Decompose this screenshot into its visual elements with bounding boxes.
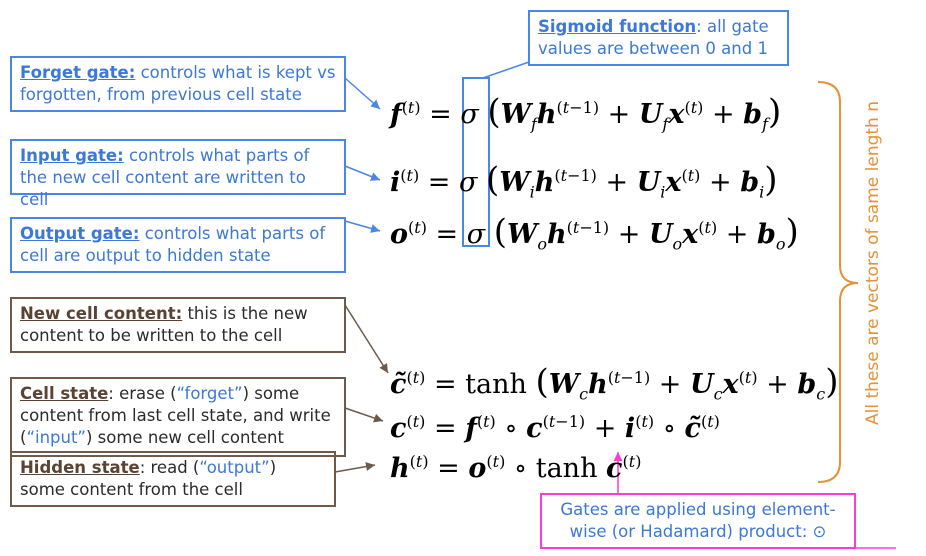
equation-forget: f(t) = σ (Wfh(t−1) + Ufx(t) + bf) (390, 92, 782, 134)
new-cell-title: New cell content: (20, 304, 183, 323)
sigmoid-connector (482, 61, 530, 79)
hadamard-box: Gates are applied using element-wise (or… (540, 493, 856, 549)
hidden-state-text-2: ) some content from the cell (20, 458, 277, 499)
input-gate-box: Input gate: controls what parts of the n… (10, 139, 346, 209)
forget-gate-text: controls what is kept vs forgotten, from… (20, 63, 336, 104)
cell-state-quote-forget: “forget” (176, 384, 243, 403)
cell-state-quote-input: “input” (26, 428, 86, 447)
vector-brace (817, 81, 859, 483)
hidden-state-box: Hidden state: read (“output”) some conte… (10, 451, 336, 507)
side-label: All these are vectors of same length n (863, 100, 883, 426)
new-cell-content-box: New cell content: this is the new conten… (10, 297, 346, 353)
input-arrow (344, 165, 381, 181)
output-arrow (344, 220, 381, 233)
input-gate-title: Input gate: (20, 146, 124, 165)
cell-state-text-2: ) some content from last cell state, and… (20, 384, 331, 447)
sigmoid-box: Sigmoid function: all gate values are be… (528, 10, 789, 66)
output-gate-text: controls what parts of cell are output t… (20, 224, 326, 265)
cell-state-title: Cell state (20, 384, 109, 403)
hadamard-text: Gates are applied using element-wise (or… (560, 500, 836, 541)
forget-gate-title: Forget gate: (20, 63, 136, 82)
output-gate-title: Output gate: (20, 224, 140, 243)
forget-gate-box: Forget gate: controls what is kept vs fo… (10, 56, 346, 112)
equation-cell-state: c(t) = f(t) ∘ c(t−1) + i(t) ∘ c̃(t) (390, 412, 720, 444)
equation-input: i(t) = σ (Wih(t−1) + Uix(t) + bi) (390, 160, 778, 202)
input-gate-text: controls what parts of the new cell cont… (20, 146, 310, 209)
hidden-state-text-1: : read ( (139, 458, 200, 477)
sigmoid-highlight-box (462, 77, 490, 247)
sigmoid-title: Sigmoid function (538, 17, 697, 36)
forget-arrow (344, 77, 381, 110)
cell-state-box: Cell state: erase (“forget”) some conten… (10, 377, 346, 457)
side-label-container: All these are vectors of same length n (858, 78, 888, 448)
output-gate-box: Output gate: controls what parts of cell… (10, 217, 346, 273)
sigmoid-text: : all gate values are between 0 and 1 (538, 17, 769, 58)
cell-state-text-3: ) some new cell content (85, 428, 284, 447)
equation-new-cell: c̃(t) = tanh (Wch(t−1) + Ucx(t) + bc) (390, 362, 839, 404)
hidden-state-quote-output: “output” (199, 458, 270, 477)
hidden-arrow (334, 462, 376, 473)
equation-output: o(t) = σ (Woh(t−1) + Uox(t) + bo) (390, 212, 799, 254)
cell-state-text-1: : erase ( (108, 384, 177, 403)
newcell-arrow (344, 304, 389, 374)
new-cell-text: this is the new content to be written to… (20, 304, 308, 345)
hidden-state-title: Hidden state (20, 458, 140, 477)
cellstate-arrow (344, 407, 384, 423)
equation-hidden-state: h(t) = o(t) ∘ tanh c(t) (390, 452, 642, 484)
